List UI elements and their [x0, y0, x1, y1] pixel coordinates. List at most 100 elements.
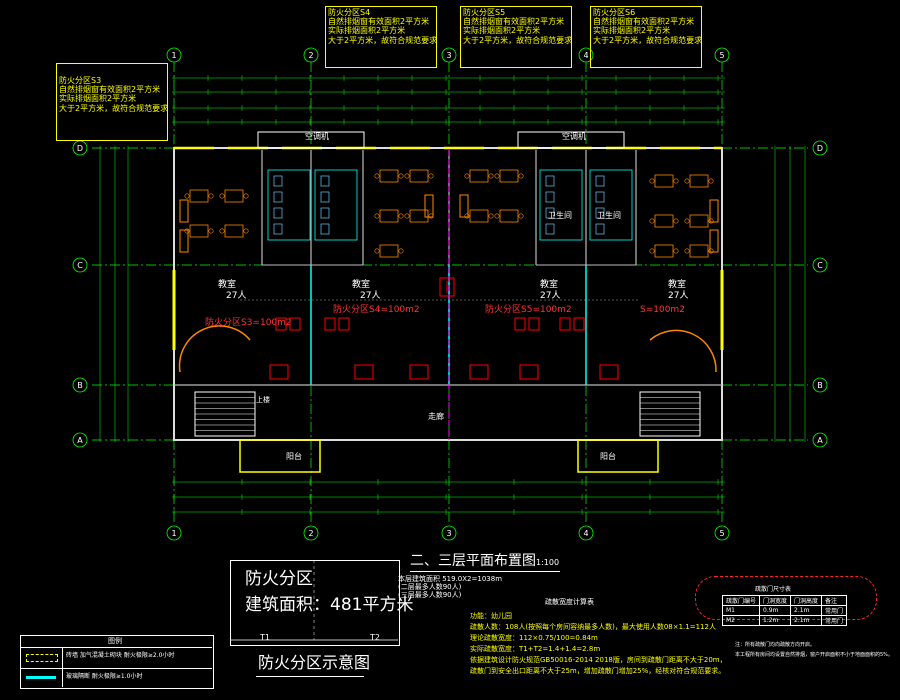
door-marker: [469, 364, 489, 380]
area-box-t1: T1: [260, 633, 270, 642]
area-lines: 本层建筑面积 519.0X2=1038m (二层最多人数90人) (三层最多人数…: [398, 575, 502, 599]
calc-line: 依据建筑设计防火规范GB50016-2014 2018版，房间到疏散门距离不大于…: [470, 656, 727, 664]
zone-note-title: 防火分区S6: [593, 8, 636, 17]
legend-label: 砖墙 加气混凝土砌块 耐火极限≥2.0小时: [66, 652, 175, 659]
zone-note-title: 防火分区S3: [59, 76, 102, 85]
chair: [374, 248, 380, 254]
axis-label: 5: [719, 529, 724, 538]
table: [224, 189, 244, 203]
door-marker: [409, 364, 429, 380]
table: [409, 169, 429, 183]
zone-note-s6-text: 防火分区S6 自然排烟窗有效面积2平方米 实际排烟面积2平方米 大于2平方米，故…: [593, 8, 702, 45]
toilet-fixture: [545, 207, 555, 219]
toilet-fixture: [595, 223, 605, 235]
washroom-label: 卫生间: [597, 211, 621, 220]
classroom-capacity: 27人: [668, 291, 689, 301]
chair: [649, 218, 655, 224]
table: [654, 214, 674, 228]
zone-area-label: 防火分区S4=100m2: [333, 305, 420, 315]
cabinet: [709, 229, 719, 253]
washroom-cubicles: [589, 169, 633, 241]
area-box-t2: T2: [370, 633, 380, 642]
zone-note-line: 实际排烟面积2平方米: [59, 94, 137, 104]
fire-extinguisher: [528, 317, 540, 331]
axis-bubble: [714, 47, 730, 63]
axis-label: A: [817, 436, 823, 445]
zone-note-line: 大于2平方米，故符合规范要求: [59, 103, 169, 113]
table: [379, 209, 399, 223]
axis-label: 2: [308, 529, 313, 538]
axis-bubble: [72, 257, 88, 273]
door-table-header: 疏散门编号 门洞宽度 门洞高度 备注: [721, 595, 848, 606]
washroom-label: 卫生间: [548, 211, 572, 220]
axis-label: 5: [719, 51, 724, 60]
toilet-fixture: [273, 207, 283, 219]
chair: [398, 213, 404, 219]
axis-label: D: [77, 144, 83, 153]
axis-bubble: [578, 525, 594, 541]
table-row: M1 0.9m 2.1m 常用门: [721, 605, 848, 616]
zone-note-line: 自然排烟窗有效面积2平方米: [59, 85, 161, 95]
axis-bubble: [812, 257, 828, 273]
chair: [398, 248, 404, 254]
chair: [208, 193, 214, 199]
table-cell: 1.2m: [759, 615, 792, 626]
ac-unit: [517, 131, 625, 149]
door-table: 疏散门编号 门洞宽度 门洞高度 备注 M1 0.9m 2.1m 常用门 M2 1…: [721, 595, 848, 626]
zone-note-s6: [590, 6, 702, 68]
table: [379, 244, 399, 258]
table: [689, 244, 709, 258]
zone-note-s5: [460, 6, 572, 68]
zone-area-label: S=100m2: [640, 305, 685, 315]
chair: [518, 173, 524, 179]
fire-extinguisher: [573, 317, 585, 331]
note-line: 本工程所有房间均设置自然排烟，窗户开启面积不小于地面面积的5%。: [735, 652, 893, 658]
zone-note-line: 自然排烟窗有效面积2平方米: [463, 17, 565, 27]
calc-lines: 功能：幼儿园 疏散人数：108人(按照每个房间容纳最多人数)，最大使用人数08×…: [470, 611, 727, 677]
chair: [649, 178, 655, 184]
chair: [494, 213, 500, 219]
table-header-cell: 门洞宽度: [759, 595, 792, 606]
table-cell: 常用门: [821, 605, 848, 616]
table: [469, 209, 489, 223]
toilet-fixture: [320, 191, 330, 203]
zone-note-s4-text: 防火分区S4 自然排烟窗有效面积2平方米 实际排烟面积2平方米 大于2平方米，故…: [328, 8, 437, 45]
chair: [398, 173, 404, 179]
classroom-label: 教室: [218, 280, 237, 290]
corridor-label: 走廊: [428, 412, 444, 421]
table-cell: 2.1m: [790, 615, 823, 626]
axis-label: 1: [171, 51, 176, 60]
axis-bubble: [303, 525, 319, 541]
washroom-cubicles: [267, 169, 311, 241]
table: [499, 169, 519, 183]
zone-area-label: 防火分区S5=100m2: [485, 305, 572, 315]
balcony-label: 阳台: [286, 452, 302, 461]
chair: [684, 218, 690, 224]
zone-note-line: 自然排烟窗有效面积2平方米: [593, 17, 695, 27]
axis-bubble: [166, 525, 182, 541]
general-notes: 注：所有疏散门均向疏散方向开启。 本工程所有房间均设置自然排烟，窗户开启面积不小…: [735, 640, 893, 660]
note-line: 注：所有疏散门均向疏散方向开启。: [735, 642, 816, 648]
zone-note-title: 防火分区S5: [463, 8, 506, 17]
axis-bubble: [303, 47, 319, 63]
chair: [219, 228, 225, 234]
axis-label: D: [817, 144, 823, 153]
washroom-cubicles: [314, 169, 358, 241]
axis-label: 2: [308, 51, 313, 60]
axis-label: 3: [446, 51, 451, 60]
axis-bubble: [812, 377, 828, 393]
chair: [673, 248, 679, 254]
zone-note-line: 实际排烟面积2平方米: [463, 26, 541, 36]
fire-extinguisher: [559, 317, 571, 331]
stair-up-label: 上楼: [256, 396, 270, 404]
table: [469, 169, 489, 183]
table-header-cell: 门洞高度: [790, 595, 823, 606]
toilet-fixture: [273, 191, 283, 203]
chair: [494, 173, 500, 179]
chair: [404, 213, 410, 219]
washroom-cubicles: [539, 169, 583, 241]
axis-label: 3: [446, 529, 451, 538]
zone-note-s3-text: 防火分区S3 自然排烟窗有效面积2平方米 实际排烟面积2平方米 大于2平方米，故…: [59, 76, 168, 113]
axis-label: 1: [171, 529, 176, 538]
zone-note-line: 实际排烟面积2平方米: [328, 26, 406, 36]
